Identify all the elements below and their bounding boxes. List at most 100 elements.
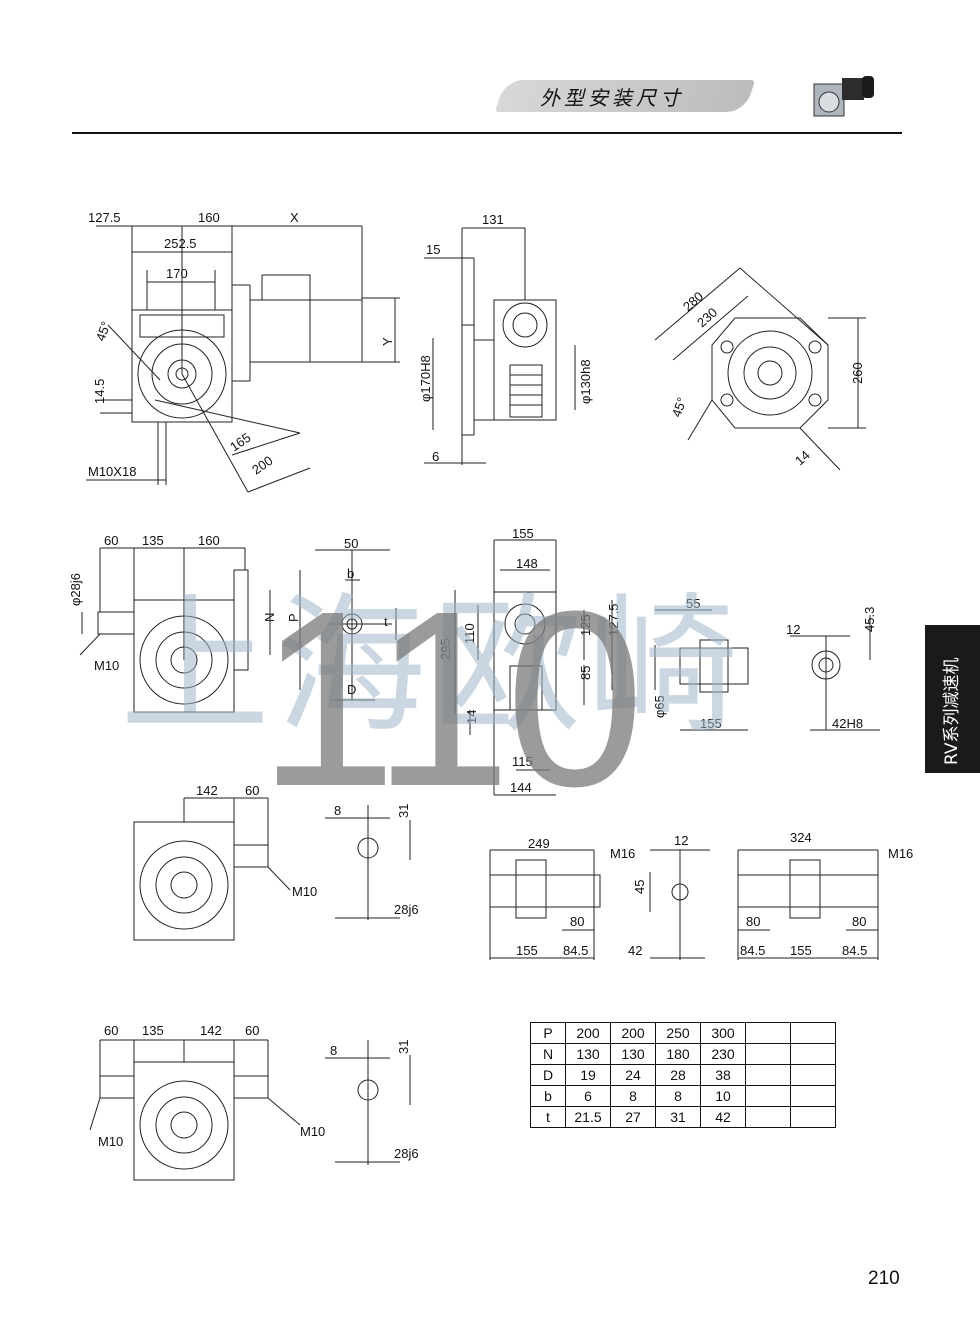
dim-label: 42H8 — [832, 716, 863, 731]
header-rule — [72, 132, 902, 134]
dim-label: 127.5 — [88, 210, 121, 225]
dim-label: 84.5 — [842, 943, 867, 958]
table-cell — [790, 1085, 836, 1107]
dim-label: 135 — [142, 533, 164, 548]
dim-label: 142 — [196, 783, 218, 798]
dim-label: 252.5 — [164, 236, 197, 251]
table-cell — [790, 1022, 836, 1044]
dim-label: X — [290, 210, 299, 225]
dim-label: φ170H8 — [418, 355, 433, 402]
dim-label: 60 — [245, 783, 259, 798]
table-row-label: t — [530, 1106, 566, 1128]
table-row: P 200 200 250 300 — [530, 1022, 836, 1044]
dim-label: 170 — [166, 266, 188, 281]
view-double-shaft — [89, 1039, 301, 1181]
table-cell: 42 — [700, 1106, 746, 1128]
table-cell: 8 — [610, 1085, 656, 1107]
dim-label: M10 — [300, 1124, 325, 1139]
dim-label: M10 — [94, 658, 119, 673]
dim-label: 45.3 — [862, 607, 877, 632]
table-cell: 10 — [700, 1085, 746, 1107]
dim-label: 60 — [245, 1023, 259, 1038]
dim-label: 14 — [464, 710, 479, 724]
dim-label: 45 — [632, 880, 647, 894]
dim-label: M16 — [610, 846, 635, 861]
table-cell — [745, 1043, 791, 1065]
table-cell: 130 — [610, 1043, 656, 1065]
dim-label: 160 — [198, 533, 220, 548]
dim-label: 80 — [746, 914, 760, 929]
dim-label: 12 — [786, 622, 800, 637]
page-number: 210 — [868, 1268, 900, 1289]
view-single-shaft — [133, 797, 291, 941]
dim-label: 115 — [512, 754, 533, 769]
dim-label: 155 — [516, 943, 538, 958]
table-cell — [745, 1064, 791, 1086]
dim-label: D — [347, 682, 356, 697]
dim-label: 144 — [510, 780, 532, 795]
dim-label: M10X18 — [88, 464, 136, 479]
dim-label: 148 — [516, 556, 538, 571]
table-row: N 130 130 180 230 — [530, 1043, 836, 1065]
view-front-shaft — [79, 547, 301, 713]
dim-label: 15 — [426, 242, 440, 257]
dim-label: 260 — [850, 362, 865, 384]
table-cell: 38 — [700, 1064, 746, 1086]
dim-label: 14.5 — [92, 379, 107, 404]
view-side-output — [454, 539, 613, 796]
dim-label: 31 — [396, 1040, 411, 1054]
table-cell: 300 — [700, 1022, 746, 1044]
table-cell: 130 — [565, 1043, 611, 1065]
view-bore-detail — [790, 615, 880, 731]
dim-label: 155 — [790, 943, 812, 958]
view-hollow-shaft — [654, 609, 749, 731]
dim-label: 80 — [852, 914, 866, 929]
table-cell: 27 — [610, 1106, 656, 1128]
dim-label: φ65 — [652, 695, 667, 718]
dim-label: 160 — [198, 210, 220, 225]
table-cell — [790, 1043, 836, 1065]
table-cell: 8 — [655, 1085, 701, 1107]
table-cell: 24 — [610, 1064, 656, 1086]
view-keyway-detail-2 — [325, 805, 411, 920]
dim-label: Y — [380, 337, 395, 346]
dim-label: 84.5 — [563, 943, 588, 958]
dim-label: M16 — [888, 846, 913, 861]
dim-label: 249 — [528, 836, 550, 851]
dim-label: 110 — [462, 623, 477, 644]
table-row-label: b — [530, 1085, 566, 1107]
dim-label: 200 — [249, 453, 275, 478]
dim-label: 230 — [694, 305, 720, 331]
gearbox-thumbnail-icon — [813, 76, 874, 117]
dim-label: 50 — [344, 536, 358, 551]
table-cell: 19 — [565, 1064, 611, 1086]
dim-label: 80 — [570, 914, 584, 929]
table-row: D 19 24 28 38 — [530, 1064, 836, 1086]
dim-label: M10 — [292, 884, 317, 899]
view-shaft-end — [649, 849, 710, 960]
table-cell — [745, 1085, 791, 1107]
dim-label: 135 — [142, 1023, 164, 1038]
table-cell: 21.5 — [565, 1106, 611, 1128]
table-cell — [790, 1106, 836, 1128]
view-side-flange — [424, 227, 576, 465]
dim-label: P — [286, 613, 301, 622]
dim-label: 131 — [482, 212, 504, 227]
table-cell — [745, 1022, 791, 1044]
dim-label: 14 — [792, 447, 813, 468]
table-cell: 200 — [565, 1022, 611, 1044]
table-cell: 6 — [565, 1085, 611, 1107]
table-cell — [790, 1064, 836, 1086]
table-row: t 21.5 27 31 42 — [530, 1106, 836, 1128]
dim-label: 8 — [330, 1043, 337, 1058]
dim-label: 45° — [93, 319, 114, 343]
dim-label: M10 — [98, 1134, 123, 1149]
table-cell — [745, 1106, 791, 1128]
view-shaft-top-single — [489, 849, 601, 960]
view-flange-face — [654, 267, 866, 471]
dim-label: 28j6 — [394, 1146, 419, 1161]
dim-label: 324 — [790, 830, 812, 845]
view-keyway-detail-3 — [325, 1040, 411, 1165]
view-keyway-detail — [315, 549, 397, 701]
